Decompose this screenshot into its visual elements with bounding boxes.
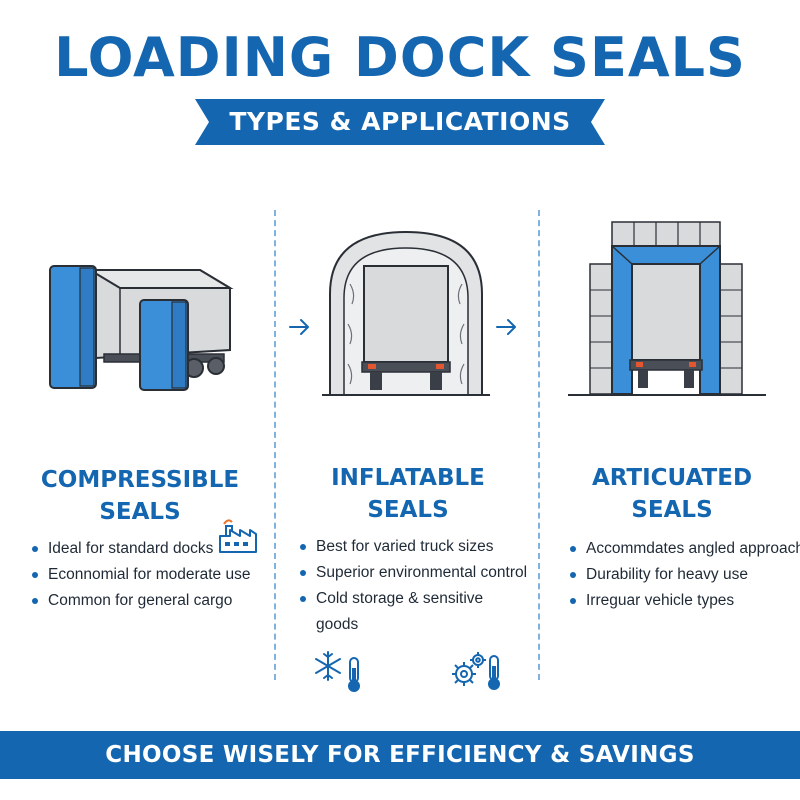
subtitle-ribbon: TYPES & APPLICATIONS: [195, 99, 605, 145]
inflatable-seal-illustration: [322, 230, 490, 396]
title-line: ARTICUATED: [591, 465, 753, 491]
title-line: SEALS: [367, 497, 449, 523]
articulated-seals-title: ARTICUATED SEALS: [542, 462, 800, 526]
snowflake-thermometer-icon: [315, 651, 360, 692]
articulated-bullets: Accommdates angled approachs Durability …: [568, 536, 800, 614]
compressible-bullets: Ideal for standard docks Econnomial for …: [30, 536, 250, 614]
title-line: INFLATABLE: [331, 465, 485, 491]
subtitle: TYPES & APPLICATIONS: [229, 107, 571, 136]
list-item: Superior environmental control: [298, 560, 527, 586]
compressible-seal-illustration: [49, 265, 234, 391]
column-divider-right: [538, 210, 540, 680]
title-line: COMPRESSIBLE: [40, 467, 240, 493]
inflatable-seals-title: INFLATABLE SEALS: [278, 462, 538, 526]
list-item: Best for varied truck sizes: [298, 534, 527, 560]
list-item: Irreguar vehicle types: [568, 588, 800, 614]
arrow-right-icon: [496, 319, 516, 335]
gears-thermometer-icon: [452, 652, 500, 690]
footer-text: CHOOSE WISELY FOR EFFICIENCY & SAVINGS: [105, 742, 695, 768]
compressible-seals-title: COMPRESSIBLE SEALS: [10, 464, 270, 528]
column-divider-left: [274, 210, 276, 680]
articulated-seal-illustration: [568, 221, 766, 396]
list-item: Accommdates angled approachs: [568, 536, 800, 562]
title-line: SEALS: [99, 499, 181, 525]
list-item: Ideal for standard docks: [30, 536, 250, 562]
arrow-right-icon: [289, 319, 309, 335]
inflatable-bullets: Best for varied truck sizes Superior env…: [298, 534, 527, 638]
list-item: Durability for heavy use: [568, 562, 800, 588]
list-item: Cold storage & sensitive goods: [298, 586, 498, 638]
factory-icon: [219, 519, 257, 553]
footer-banner: CHOOSE WISELY FOR EFFICIENCY & SAVINGS: [0, 731, 800, 779]
list-item: Econnomial for moderate use: [30, 562, 250, 588]
page-title: LOADING DOCK SEALS: [54, 26, 746, 89]
title-line: SEALS: [631, 497, 713, 523]
list-item: Common for general cargo: [30, 588, 250, 614]
